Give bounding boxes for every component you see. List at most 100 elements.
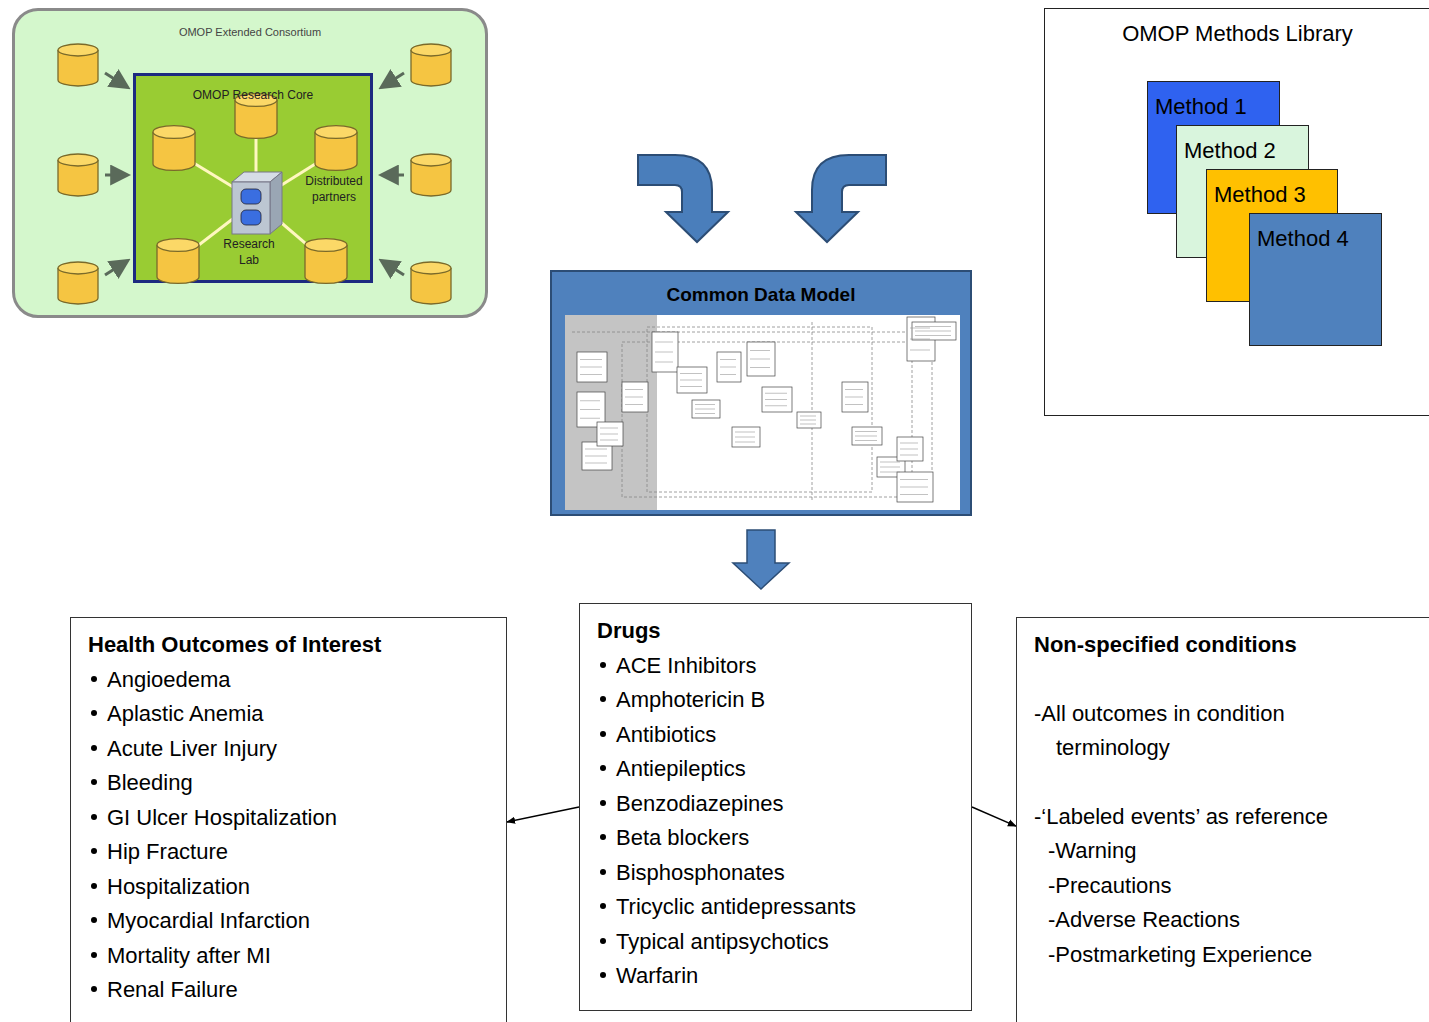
list-row: Renal Failure — [88, 973, 494, 1008]
bullet-dot — [600, 972, 606, 978]
list-row: Hip Fracture — [88, 835, 494, 870]
list-item: Warfarin — [616, 959, 698, 994]
methods-library-box: OMOP Methods LibraryMethod 1 Method 2 Meth… — [1044, 8, 1429, 416]
list-item: Renal Failure — [107, 973, 238, 1008]
list-item: -All outcomes in condition terminology — [1034, 697, 1376, 766]
list-item: Antibiotics — [616, 718, 716, 753]
bullet-dot — [600, 834, 606, 840]
list-row: -‘Labeled events’ as reference — [1034, 800, 1417, 835]
schema-image — [552, 272, 974, 518]
box-heading-row: Drugs — [597, 614, 959, 649]
box-label: Research Lab — [214, 236, 284, 268]
box-heading: Non-specified conditions — [1034, 628, 1297, 663]
connector-arrow — [507, 807, 579, 822]
list-item: Bleeding — [107, 766, 193, 801]
drugs-box: DrugsACE InhibitorsAmphotericin BAntibio… — [579, 603, 972, 1011]
box-title: OMOP Research Core — [136, 88, 370, 102]
bullet-dot — [91, 986, 97, 992]
consortium-panel: OMOP Extended ConsortiumOMOP Research Co… — [12, 8, 488, 318]
list-item: Acute Liver Injury — [107, 732, 277, 767]
connector-arrow — [972, 807, 1016, 826]
bullet-dot — [600, 800, 606, 806]
box-heading-row: Non-specified conditions — [1034, 628, 1417, 663]
list-row: -Adverse Reactions — [1034, 903, 1417, 938]
list-row: Beta blockers — [597, 821, 959, 856]
bullet-dot — [91, 848, 97, 854]
list-row: -Precautions — [1034, 869, 1417, 904]
box-label: Distributed partners — [298, 173, 370, 205]
list-row: Mortality after MI — [88, 939, 494, 974]
list-item: Bisphosphonates — [616, 856, 785, 891]
list-item: GI Ulcer Hospitalization — [107, 801, 337, 836]
list-item: Hospitalization — [107, 870, 250, 905]
curved-arrow — [638, 155, 728, 242]
list-item: Amphotericin B — [616, 683, 765, 718]
bullet-dot — [600, 938, 606, 944]
list-row: Tricyclic antidepressants — [597, 890, 959, 925]
bullet-dot — [600, 662, 606, 668]
list-item: Antiepileptics — [616, 752, 746, 787]
list-item: Benzodiazepines — [616, 787, 784, 822]
list-item: Angioedema — [107, 663, 231, 698]
box-title: Method 3 — [1214, 182, 1334, 208]
list-item: Myocardial Infarction — [107, 904, 310, 939]
curved-arrow — [796, 155, 886, 242]
list-row: -All outcomes in condition terminology — [1034, 697, 1417, 766]
list-row: Warfarin — [597, 959, 959, 994]
bullet-dot — [91, 779, 97, 785]
list-row: Benzodiazepines — [597, 787, 959, 822]
box-title: Method 4 — [1257, 226, 1377, 252]
bullet-dot — [600, 765, 606, 771]
bullet-dot — [91, 745, 97, 751]
list-row: Myocardial Infarction — [88, 904, 494, 939]
list-item: Aplastic Anemia — [107, 697, 264, 732]
list-row: Bisphosphonates — [597, 856, 959, 891]
bullet-dot — [91, 710, 97, 716]
list-row: Antiepileptics — [597, 752, 959, 787]
bullet-dot — [91, 676, 97, 682]
list-row: Aplastic Anemia — [88, 697, 494, 732]
bullet-dot — [91, 814, 97, 820]
box-title: OMOP Extended Consortium — [15, 26, 485, 38]
list-item: -Adverse Reactions — [1048, 903, 1240, 938]
block-arrow — [733, 530, 789, 589]
list-row: Angioedema — [88, 663, 494, 698]
cdm-box: Common Data Model — [550, 270, 972, 516]
box-heading-row: Health Outcomes of Interest — [88, 628, 494, 663]
method-card: Method 4 — [1249, 213, 1382, 346]
list-item: -‘Labeled events’ as reference — [1034, 800, 1328, 835]
list-row: Antibiotics — [597, 718, 959, 753]
research-core-box: OMOP Research CoreDistributed partnersRe… — [133, 73, 373, 283]
list-row: GI Ulcer Hospitalization — [88, 801, 494, 836]
list-row: Typical antipsychotics — [597, 925, 959, 960]
bullet-dot — [91, 883, 97, 889]
list-item: Tricyclic antidepressants — [616, 890, 856, 925]
list-item: Mortality after MI — [107, 939, 271, 974]
outcomes-box: Health Outcomes of InterestAngioedemaApl… — [70, 617, 507, 1022]
box-title: OMOP Methods Library — [1045, 21, 1429, 47]
list-item: -Precautions — [1048, 869, 1172, 904]
list-row: -Postmarketing Experience — [1034, 938, 1417, 973]
list-item: Typical antipsychotics — [616, 925, 829, 960]
list-item: -Postmarketing Experience — [1048, 938, 1312, 973]
list-row: Hospitalization — [88, 870, 494, 905]
list-row: Amphotericin B — [597, 683, 959, 718]
box-heading: Drugs — [597, 614, 661, 649]
conditions-box: Non-specified conditions -All outcomes in… — [1016, 617, 1429, 1022]
bullet-dot — [600, 903, 606, 909]
bullet-dot — [600, 869, 606, 875]
list-item: -Warning — [1048, 834, 1136, 869]
bullet-dot — [600, 696, 606, 702]
list-row: ACE Inhibitors — [597, 649, 959, 684]
list-item: ACE Inhibitors — [616, 649, 757, 684]
list-item: Hip Fracture — [107, 835, 228, 870]
bullet-dot — [91, 952, 97, 958]
box-heading: Health Outcomes of Interest — [88, 628, 381, 663]
box-title: Method 2 — [1184, 138, 1304, 164]
list-item: Beta blockers — [616, 821, 749, 856]
bullet-dot — [600, 731, 606, 737]
list-row: -Warning — [1034, 834, 1417, 869]
box-title: Method 1 — [1155, 94, 1275, 120]
list-row: Acute Liver Injury — [88, 732, 494, 767]
